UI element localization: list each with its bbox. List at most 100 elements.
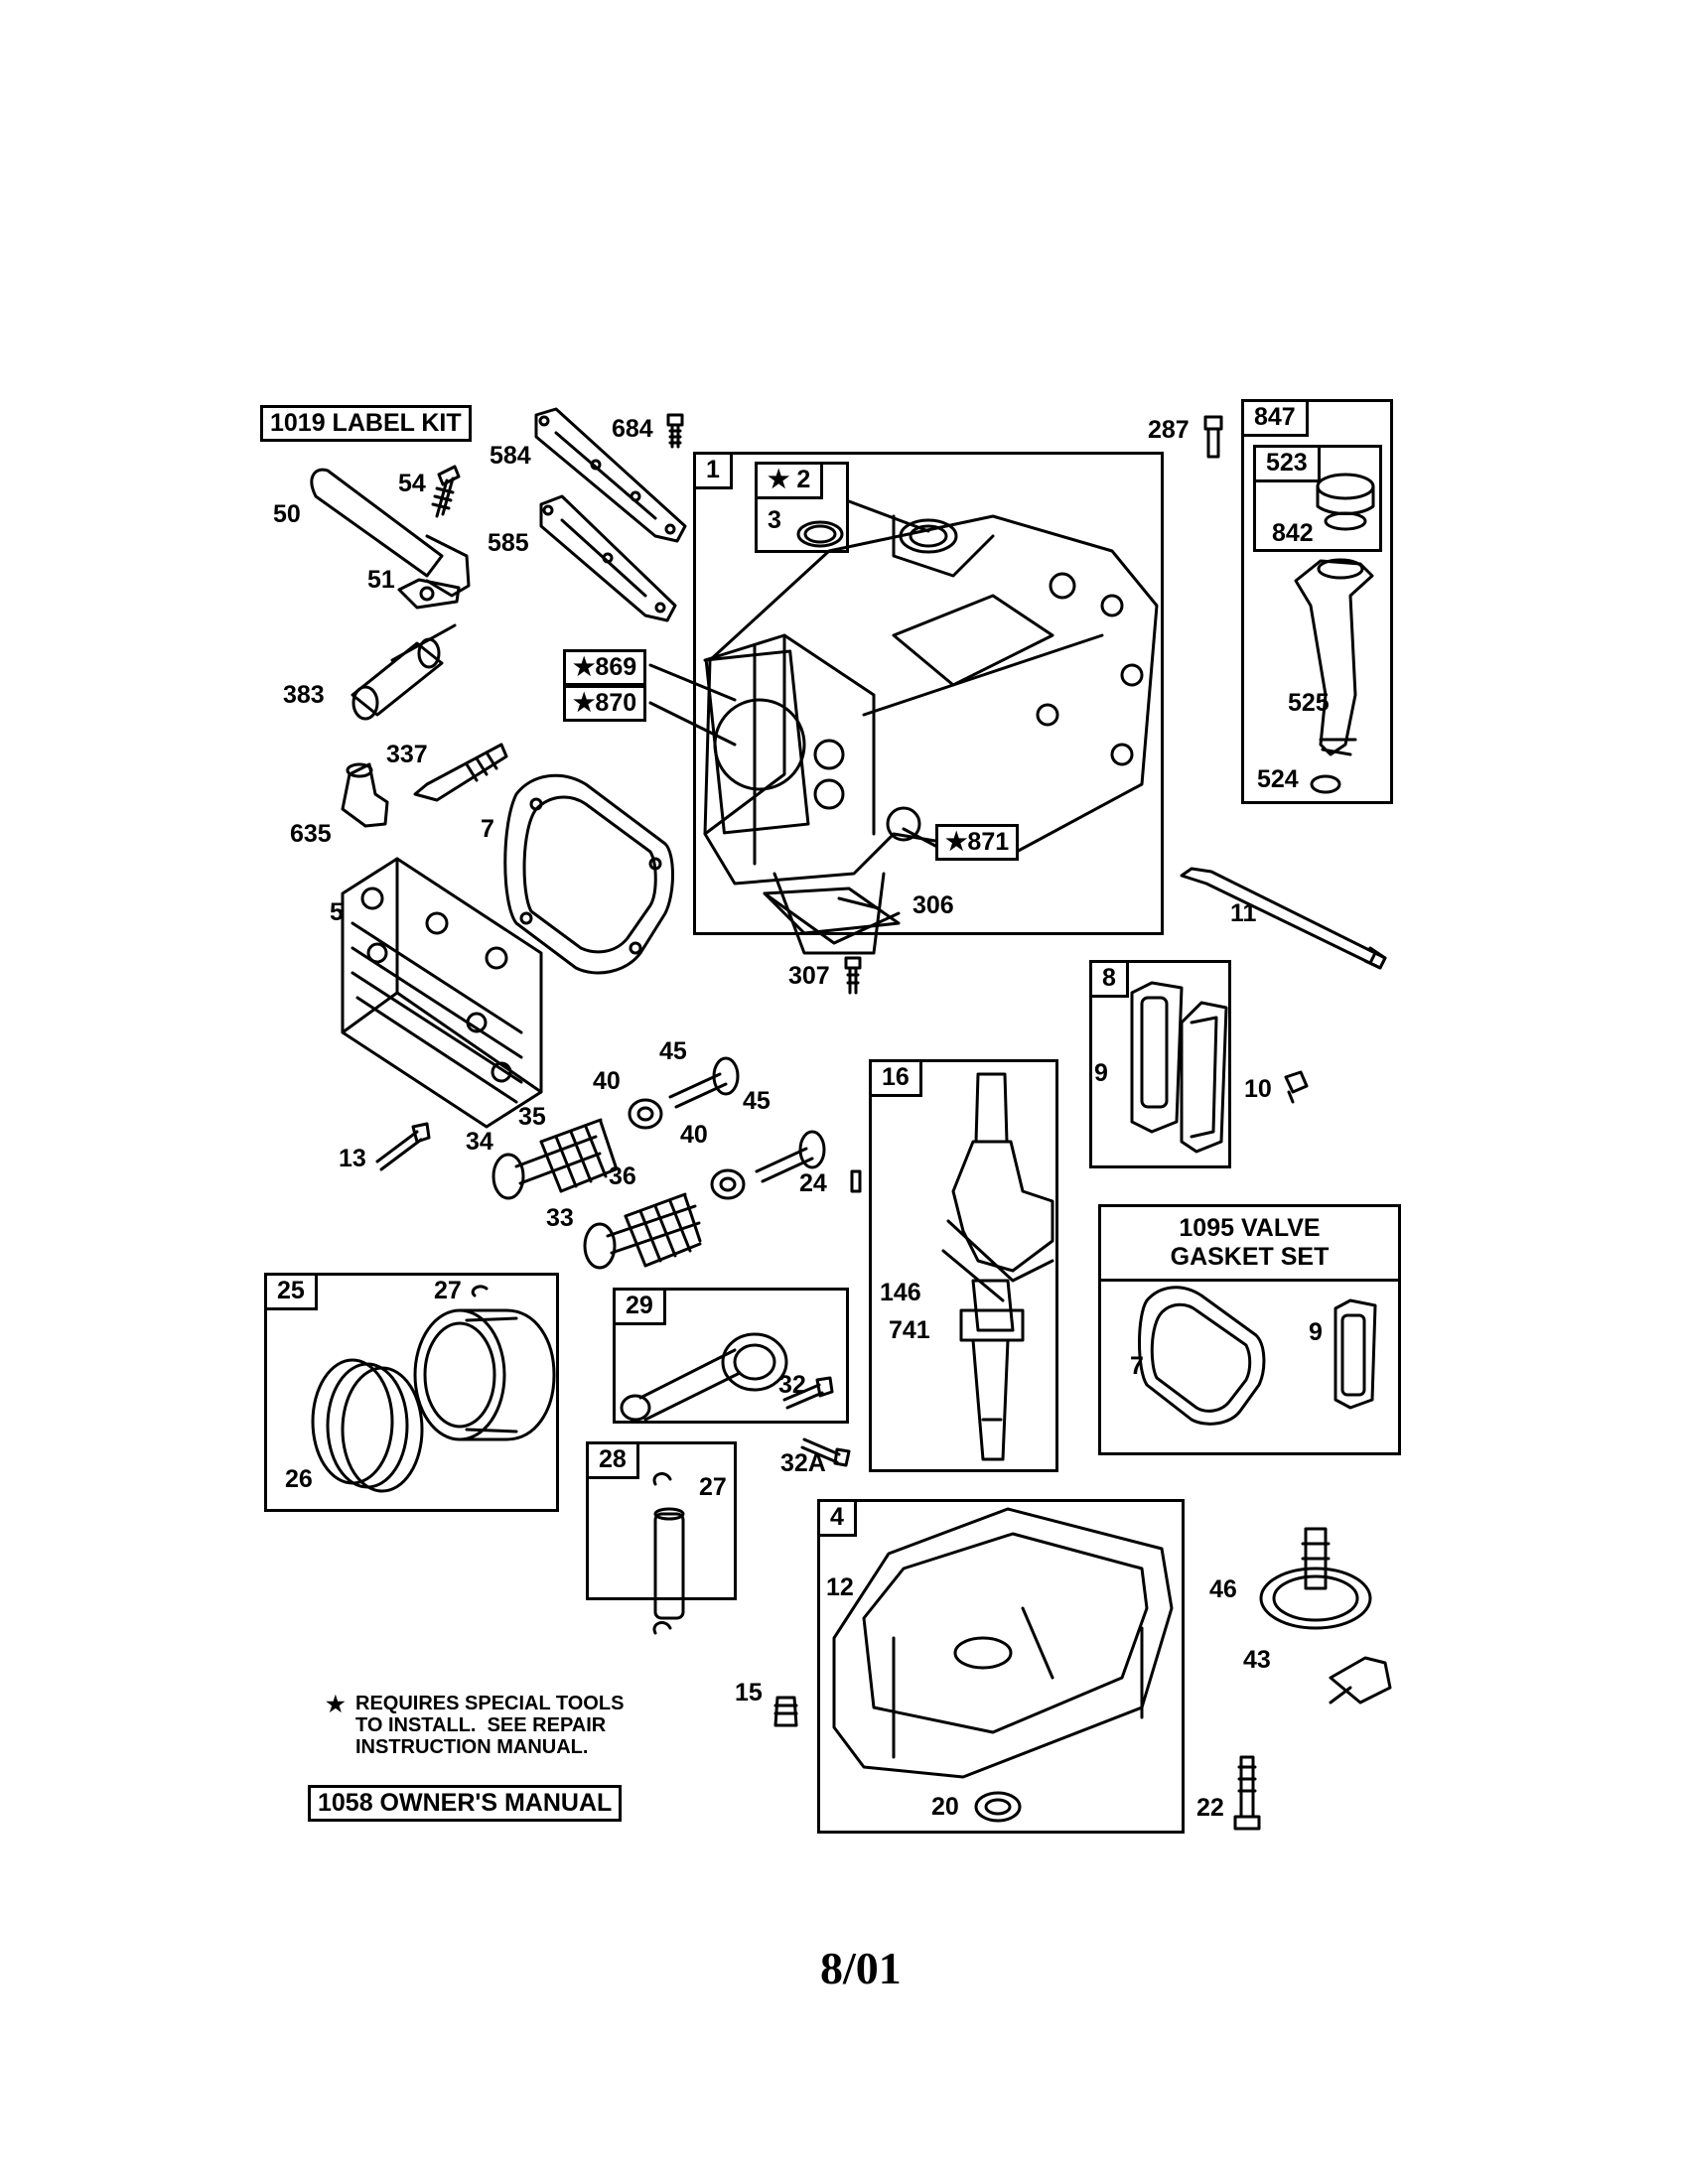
callout-287: 287 [1148,416,1190,444]
callout-5: 5 [330,898,344,926]
callout-32a: 32A [780,1449,826,1477]
star-tag-869: ★869 [563,649,647,686]
sump-4-part [832,1507,1174,1779]
bolt-13-part [375,1122,431,1171]
crankshaft-16-part [941,1072,1054,1461]
keeper-40b-part [710,1168,746,1200]
callout-306: 306 [912,891,954,919]
cover-8-part [1180,1001,1228,1154]
bolt-22-part [1233,1755,1261,1831]
callout-11: 11 [1230,899,1257,927]
connecting-rod-29-part [620,1332,788,1422]
callout-27-piston: 27 [434,1277,462,1304]
callout-20: 20 [931,1793,959,1821]
gasket-set-title-line1: 1095 VALVE [1179,1214,1321,1242]
clip-27c-part [652,1621,672,1635]
callout-24: 24 [799,1169,827,1197]
governor-43-part [1329,1656,1392,1705]
elbow-635-part [341,762,389,828]
callout-15: 15 [735,1679,763,1706]
callout-34: 34 [466,1128,493,1156]
keeper-40-part [628,1098,663,1130]
callout-33: 33 [546,1204,574,1232]
group-box-crankshaft: 16 [869,1059,1058,1472]
callout-43: 43 [1243,1646,1271,1674]
callout-35: 35 [518,1103,546,1131]
callout-684: 684 [612,415,653,443]
group-tag-1: 1 [696,455,733,489]
spring-35-part [539,1118,618,1193]
callout-51: 51 [367,566,395,594]
label-kit-box: 1019 LABEL KIT [260,405,472,442]
callout-9: 9 [1094,1059,1108,1087]
screw-10-part [1284,1070,1309,1104]
callout-40-lower: 40 [680,1121,708,1149]
ring-3-part [796,520,844,548]
callout-36: 36 [609,1162,636,1190]
callout-842: 842 [1272,519,1314,547]
tappet-45-part [668,1056,740,1109]
clip-27-part [471,1285,489,1297]
valve-34-part [491,1135,602,1200]
callout-32: 32 [778,1371,806,1399]
group-box-valve-cover: 8 [1089,960,1231,1168]
star-tag-870: ★870 [563,685,647,722]
group-box-dipstick: 847 [1241,399,1393,804]
leader-seal [847,499,930,533]
clip-27b-part [652,1472,672,1486]
label-kit-text: 1019 LABEL KIT [270,409,462,437]
tube-50-part [310,468,471,598]
callout-9-gasket-set: 9 [1309,1318,1323,1346]
group-box-wrist-pin: 28 [586,1441,737,1600]
callout-46: 46 [1209,1575,1237,1603]
gasket-584-part [534,407,687,543]
gasket-set-title: 1095 VALVE GASKET SET [1101,1207,1398,1282]
callout-383: 383 [283,681,325,709]
owners-manual-box: 1058 OWNER'S MANUAL [308,1785,623,1822]
callout-741: 741 [889,1316,930,1344]
callout-40-upper: 40 [593,1067,621,1095]
tube-525-part [1294,558,1374,756]
star-tag-871: ★871 [935,824,1020,861]
callout-27-wrist-pin: 27 [699,1473,727,1501]
group-box-sump: 4 [817,1499,1185,1834]
group-tag-523: 523 [1256,448,1321,482]
gasket-9b-part [1333,1298,1377,1410]
group-tag-8: 8 [1092,963,1129,998]
callout-7-gasket-set: 7 [1130,1352,1144,1380]
callout-45-upper: 45 [659,1037,687,1065]
group-box-523: 523 [1253,445,1382,552]
callout-26: 26 [285,1465,313,1493]
callout-307: 307 [788,962,830,990]
dipstick-523-part [1316,473,1375,531]
revision-date: 8/01 [820,1943,902,1993]
wrist-pin-28-part [653,1507,685,1620]
callout-10: 10 [1244,1075,1272,1103]
callout-7: 7 [481,815,494,843]
ring-524-part [1310,774,1341,794]
gasket-set-title-line2: GASKET SET [1170,1243,1330,1271]
screw-54-part [431,465,461,518]
owners-manual-text: 1058 OWNER'S MANUAL [318,1789,613,1817]
gasket-585-part [539,494,677,622]
callout-12: 12 [826,1573,854,1601]
callout-50: 50 [273,500,301,528]
group-box-piston: 25 [264,1273,559,1512]
head-gasket-7b-part [1138,1286,1266,1426]
spring-36-part [624,1192,702,1268]
callout-337: 337 [386,741,428,768]
star-tag-2: ★ 2 [758,465,824,499]
plug-15-part [773,1696,798,1727]
piston-25-part [413,1308,556,1441]
callout-585: 585 [488,529,529,557]
gasket-9-part [1130,981,1184,1134]
group-box-connecting-rod: 29 [613,1288,849,1424]
group-box-block: 1 [693,452,1164,935]
group-tag-28: 28 [589,1444,639,1479]
group-tag-4: 4 [820,1502,857,1537]
callout-13: 13 [339,1145,366,1172]
callout-635: 635 [290,820,332,848]
dipstick-11-part [1180,867,1387,970]
head-gasket-7-part [503,773,674,975]
screw-307-part [844,956,862,995]
